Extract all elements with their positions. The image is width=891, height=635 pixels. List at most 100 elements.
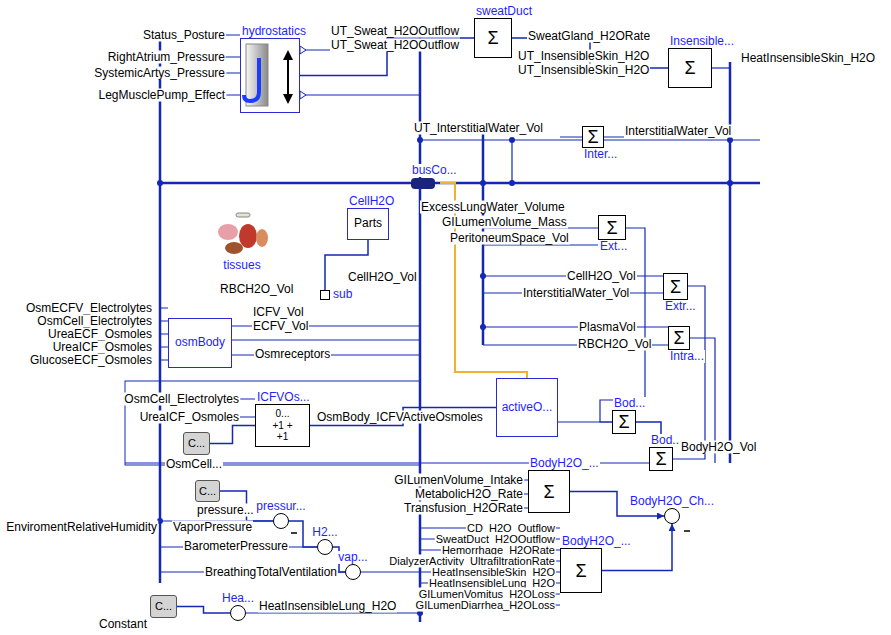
port-label: Transfusion_H2ORate — [403, 502, 524, 515]
block-body: Σ — [561, 549, 601, 592]
port-label: UT_InterstitialWater_Vol — [413, 122, 544, 135]
block-text: Σ — [575, 562, 586, 580]
signal-connector — [210, 426, 255, 444]
block-body: osmBody — [169, 319, 231, 367]
junction-dot — [480, 180, 486, 186]
hydrostatics-icon — [244, 44, 306, 106]
block-text: Parts — [354, 217, 382, 231]
port-label: OsmCell_Electrolytes — [123, 393, 240, 406]
block-text: Σ — [655, 450, 666, 468]
port-label: Osmreceptors — [254, 348, 331, 361]
block-name: vap... — [337, 551, 368, 564]
bus-line — [729, 62, 732, 463]
block-body — [241, 39, 299, 112]
sum-block: ΣInsensible... — [668, 48, 712, 88]
block-body: 0...+1 ++1 — [256, 405, 309, 446]
block-text: Σ — [543, 483, 554, 501]
port-label: GILumenVolume_Mass — [441, 216, 568, 229]
signal-connector — [300, 38, 474, 76]
block-name: BodyH2O_Ch... — [629, 495, 715, 508]
block-name: H2... — [311, 526, 338, 539]
block-name: Inter... — [583, 148, 618, 161]
block-body — [665, 509, 679, 523]
junction-dot — [417, 137, 423, 143]
port-label: HeatInsensibleSkin_H2O — [740, 52, 876, 65]
block-body — [346, 565, 360, 579]
signal-connector — [177, 607, 230, 614]
muscle-shape — [239, 224, 257, 248]
constant-block: C... — [183, 432, 210, 455]
bone-shape — [236, 213, 250, 217]
sum-block: 0...+1 ++1ICFVOs... — [255, 404, 310, 447]
bus-line — [419, 28, 422, 622]
operator-circle: BodyH2O_Ch... — [664, 508, 680, 524]
sum-block: ΣBodyH2O_... — [528, 470, 570, 513]
block-name: Ext... — [599, 240, 628, 253]
block-body: Σ — [583, 127, 603, 147]
port-label: EnviromentRelativeHumidity — [5, 521, 158, 534]
port-label: BodyH2O_Vol — [680, 441, 757, 454]
output-port — [300, 46, 306, 99]
port-label: OsmCell_Electrolytes — [36, 315, 153, 328]
port-label: UreaICF_Osmoles — [52, 341, 153, 354]
block-body: C... — [184, 433, 209, 454]
sum-block: ΣsweatDuct — [474, 18, 512, 58]
signal-wire — [240, 399, 255, 417]
sum-block: ΣExt... — [598, 215, 626, 240]
port-label: GlucoseECF_Osmoles — [29, 354, 153, 367]
signal-connector — [310, 408, 496, 426]
port-label: UT_Sweat_H2OOutflow — [330, 25, 460, 38]
bus-connector: busCo... — [411, 178, 435, 189]
block-text: activeO... — [502, 401, 553, 415]
sum-block: ΣIntra... — [668, 326, 690, 350]
operator-circle: vap... — [345, 564, 361, 580]
block-name: CellH2O — [348, 195, 395, 208]
junction-dot — [480, 324, 486, 330]
port-label: InterstitialWater_Vol — [522, 287, 630, 300]
block-name: Hea... — [221, 592, 255, 605]
organ-shape — [225, 242, 243, 254]
port-label: Status_Posture — [142, 29, 226, 42]
block-text: Σ — [487, 29, 498, 47]
port-label: GILumenDiarrhea_H2OLoss — [415, 599, 556, 612]
port-label: GILumenVolume_Intake — [393, 474, 524, 487]
double-arrow — [287, 56, 289, 98]
block-name: Bod... — [613, 397, 646, 410]
port-label: HeatInsensibleLung_H2O — [258, 600, 397, 613]
block-body — [231, 606, 245, 620]
function-block: osmBody — [168, 318, 232, 368]
block-text: Σ — [587, 128, 598, 146]
tissues-icon — [218, 213, 268, 254]
port-label: UT_InsensibleSkin_H2O — [517, 50, 650, 63]
junction-dot — [727, 137, 733, 143]
block-name: BodyH2O_... — [561, 535, 632, 548]
operator-circle: pressur... — [273, 513, 289, 529]
port-label: OsmBody_ICFVActiveOsmoles — [316, 411, 484, 424]
port-label: BreathingTotalVentilation — [204, 566, 338, 579]
block-name: Bod... — [650, 434, 683, 447]
port-label: RBCH2O_Vol — [219, 283, 294, 296]
port-label: Constant — [98, 618, 148, 631]
port-label: VaporPressure — [172, 521, 253, 534]
port-label: InterstitialWater_Vol — [624, 125, 732, 138]
junction-dot — [727, 180, 733, 186]
bus-line — [160, 182, 760, 185]
sum-block: sub — [320, 290, 330, 300]
block-name: sub — [332, 288, 353, 301]
function-block: PartsCellH2O — [347, 208, 389, 240]
port-label: CellH2O_Vol — [566, 270, 637, 283]
block-body — [321, 291, 329, 299]
constant-block: C... — [150, 595, 177, 618]
block-body: Σ — [669, 327, 689, 349]
organ-shape — [256, 229, 268, 247]
block-text: Σ — [670, 278, 681, 296]
port-label: MetabolicH2O_Rate — [414, 488, 524, 501]
block-text: osmBody — [175, 336, 225, 350]
block-body: Σ — [475, 19, 511, 57]
block-name: pressur... — [255, 500, 306, 513]
block-body: Σ — [599, 216, 625, 239]
block-text: +1 — [277, 431, 288, 443]
port-label: SweatGland_H2ORate — [527, 30, 651, 43]
block-body — [411, 178, 435, 189]
